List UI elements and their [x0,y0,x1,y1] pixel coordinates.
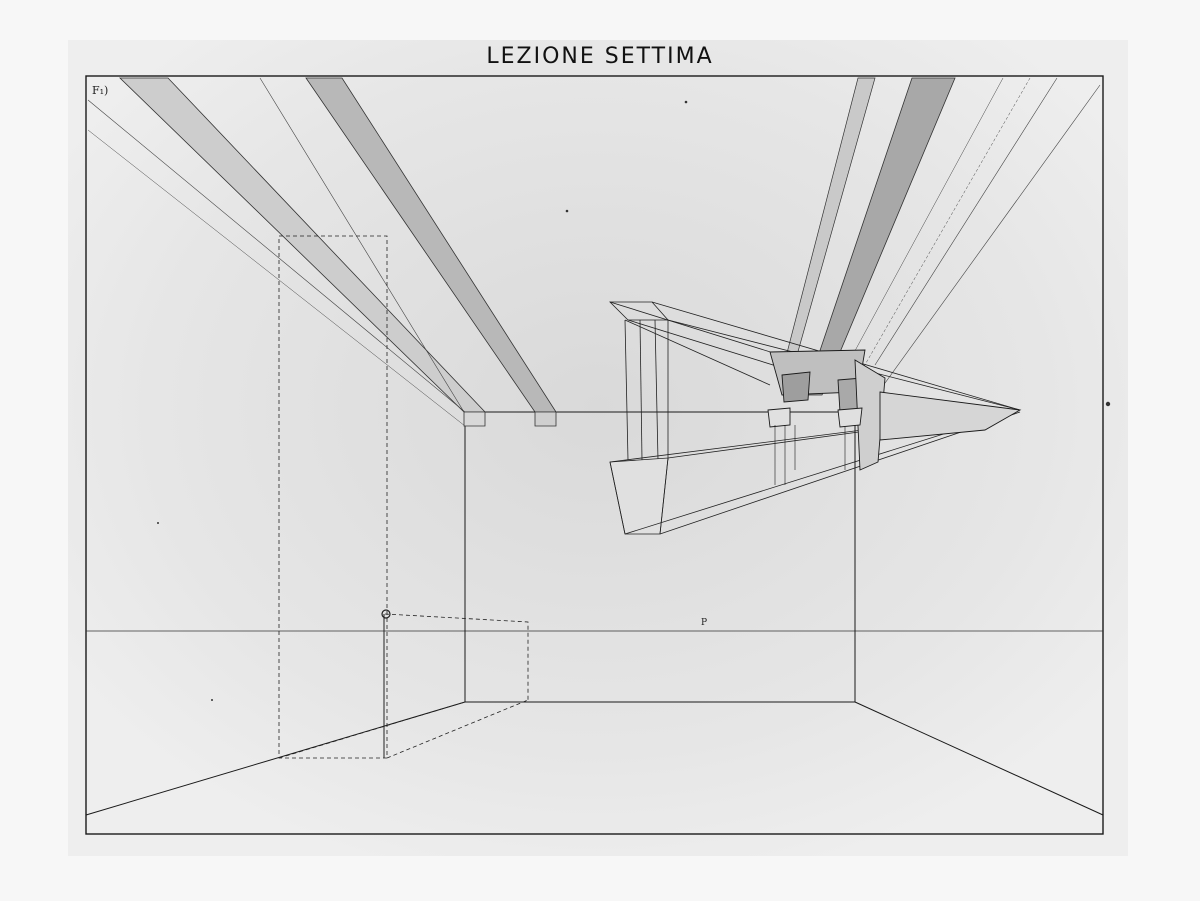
left-beam-far-side [534,411,557,427]
right-beam-dark [804,77,956,396]
left-beams [87,77,557,427]
projected-cluster [767,349,1022,485]
drawing-frame [85,75,1104,835]
back-wall [464,411,856,703]
dashed-door [278,235,529,759]
vanishing-point-label: P [701,618,708,628]
figure-label: F₁) [92,84,109,97]
sheet-title: LEZIONE SETTIMA [486,44,714,69]
paper-specks [157,100,1111,701]
left-beam-near-side [463,411,486,427]
projected-solid [609,301,1021,535]
door-pivot [381,609,391,619]
